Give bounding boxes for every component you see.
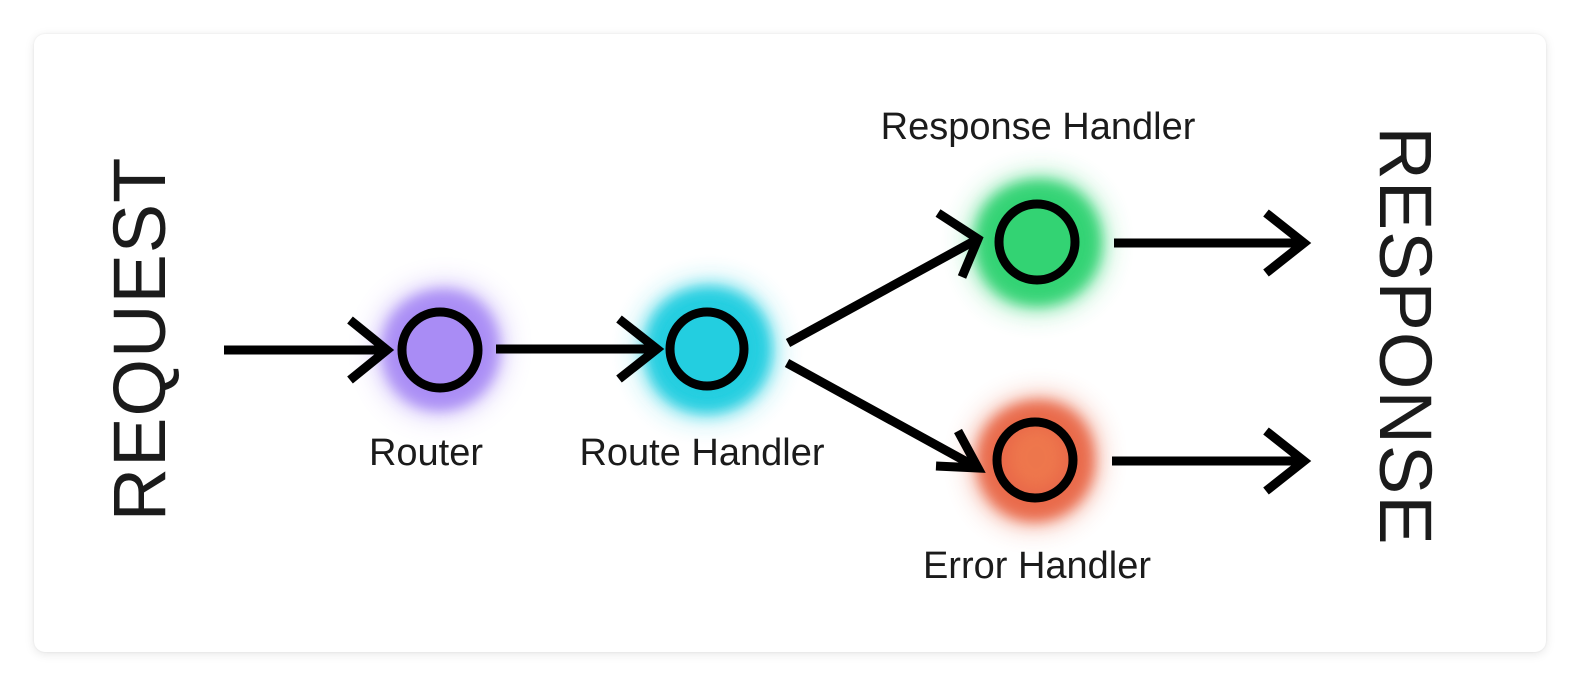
error-handler-ring [992, 417, 1078, 503]
response-handler-ring [994, 199, 1080, 285]
node-label-router: Router [368, 432, 484, 474]
edge-router-to-route-handler [496, 315, 665, 383]
edge-route-handler-to-response-handler [785, 209, 984, 347]
node-label-response-handler: Response Handler [880, 106, 1196, 148]
edge-error-handler-to-response [1112, 427, 1312, 495]
route-handler-ring [665, 307, 749, 391]
request-label: REQUEST [98, 156, 181, 522]
node-error-handler-blob [969, 394, 1101, 528]
edge-request-to-router [224, 316, 395, 384]
node-label-error-handler: Error Handler [922, 545, 1152, 587]
node-label-route-handler: Route Handler [579, 432, 825, 474]
node-response-handler-blob [967, 173, 1108, 313]
node-rings [397, 199, 1080, 503]
node-route-handler-blob [637, 280, 778, 420]
router-ring [397, 307, 483, 393]
edge-response-handler-to-response [1114, 209, 1312, 277]
response-label: RESPONSE [1364, 126, 1447, 546]
node-router-blob [374, 283, 506, 417]
edge-route-handler-to-error-handler [784, 359, 986, 473]
